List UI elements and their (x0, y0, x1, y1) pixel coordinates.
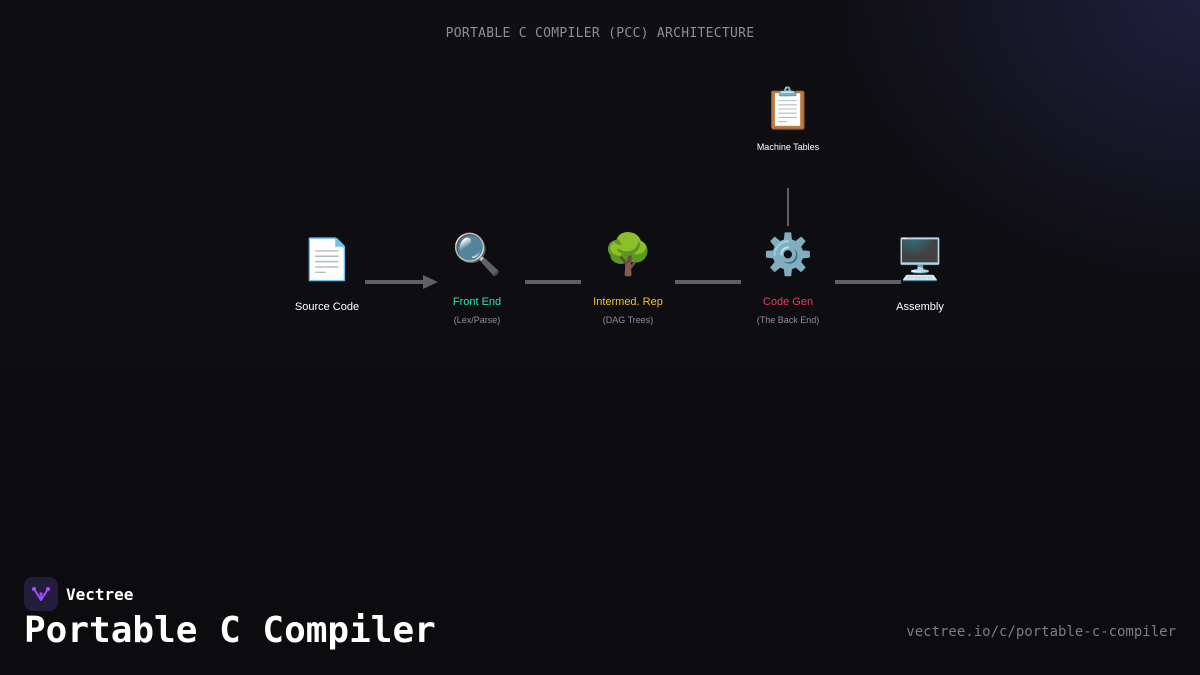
node-sublabel: (The Back End) (756, 315, 820, 325)
connector-arrowhead (423, 275, 438, 289)
node-machine-tables: 📋 Machine Tables (743, 84, 833, 152)
node-front-end: 🔍 Front End (Lex/Parse) (427, 230, 527, 325)
node-code-gen: ⚙️ Code Gen (The Back End) (738, 230, 838, 325)
node-label: Assembly (896, 301, 944, 313)
page-url[interactable]: vectree.io/c/portable-c-compiler (906, 624, 1176, 640)
brand-name: Vectree (66, 584, 134, 604)
vectree-logo-mark (32, 587, 50, 601)
magnifier-icon: 🔍 (452, 232, 502, 278)
brand[interactable]: Vectree (24, 577, 133, 611)
node-intermed-rep: 🌳 Intermed. Rep (DAG Trees) (573, 230, 683, 325)
page-title: Portable C Compiler (24, 610, 436, 651)
node-sublabel: (DAG Trees) (602, 315, 654, 325)
diagram-title: PORTABLE C COMPILER (PCC) ARCHITECTURE (445, 26, 755, 41)
tree-icon: 🌳 (603, 232, 653, 278)
node-label: Intermed. Rep (593, 296, 663, 308)
node-label: Source Code (294, 301, 360, 313)
document-icon: 📄 (302, 237, 352, 283)
node-label: Machine Tables (756, 142, 820, 152)
monitor-icon: 🖥️ (895, 237, 945, 283)
node-sublabel: (Lex/Parse) (453, 315, 501, 325)
node-label: Code Gen (762, 296, 814, 308)
vectree-logo-icon (24, 577, 58, 611)
gear-icon: ⚙️ (763, 232, 813, 278)
node-label: Front End (452, 296, 502, 308)
node-assembly: 🖥️ Assembly (875, 235, 965, 313)
node-source-code: 📄 Source Code (282, 235, 372, 313)
clipboard-icon: 📋 (763, 86, 813, 132)
